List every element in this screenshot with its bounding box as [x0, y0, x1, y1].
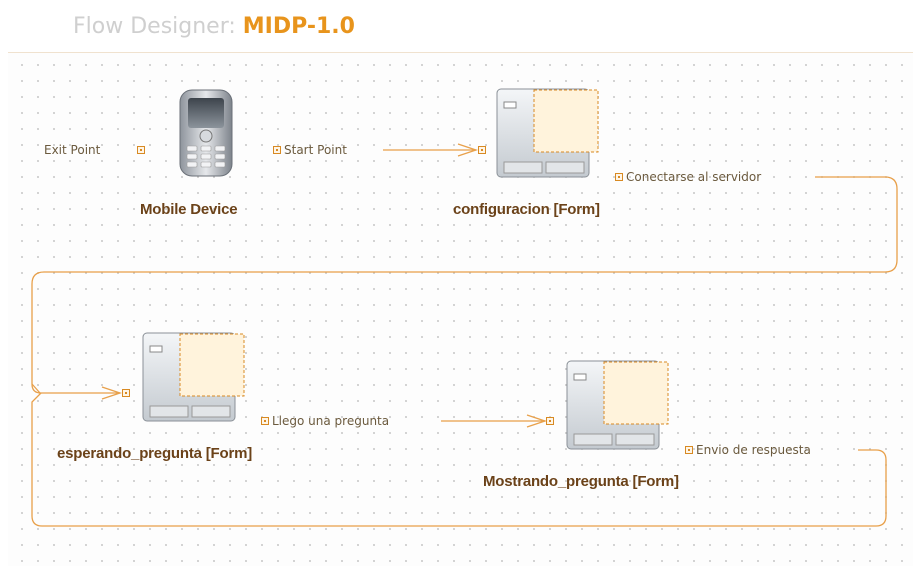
title-prefix: Flow Designer: — [73, 14, 243, 39]
llego-label: Llego una pregunta — [272, 414, 390, 428]
conectarse-pin[interactable] — [615, 173, 623, 181]
configuracion-form-icon[interactable] — [496, 88, 601, 180]
mobile-device-icon[interactable] — [176, 88, 236, 178]
envio-label: Envio de respuesta — [696, 443, 811, 457]
page-title: Flow Designer: MIDP-1.0 — [73, 14, 355, 39]
configuracion-label[interactable]: configuracion [Form] — [453, 201, 600, 218]
configuracion-input-pin[interactable] — [478, 146, 486, 154]
start-point-pin[interactable] — [273, 146, 281, 154]
exit-point-label: Exit Point — [44, 143, 101, 157]
mostrando-input-pin[interactable] — [546, 417, 554, 425]
flow-canvas[interactable] — [8, 53, 913, 566]
esperando-label[interactable]: esperando_pregunta [Form] — [57, 445, 253, 462]
esperando-form-icon[interactable] — [142, 332, 247, 424]
mobile-device-label[interactable]: Mobile Device — [140, 201, 238, 218]
llego-pin[interactable] — [261, 417, 269, 425]
mostrando-label[interactable]: Mostrando_pregunta [Form] — [483, 473, 679, 490]
title-document: MIDP-1.0 — [242, 14, 355, 39]
envio-pin[interactable] — [685, 446, 693, 454]
header-divider — [8, 52, 913, 53]
esperando-input-pin[interactable] — [122, 389, 130, 397]
exit-point-pin[interactable] — [137, 146, 145, 154]
start-point-label: Start Point — [284, 143, 347, 157]
mostrando-form-icon[interactable] — [566, 360, 671, 452]
conectarse-label: Conectarse al servidor — [626, 170, 762, 184]
